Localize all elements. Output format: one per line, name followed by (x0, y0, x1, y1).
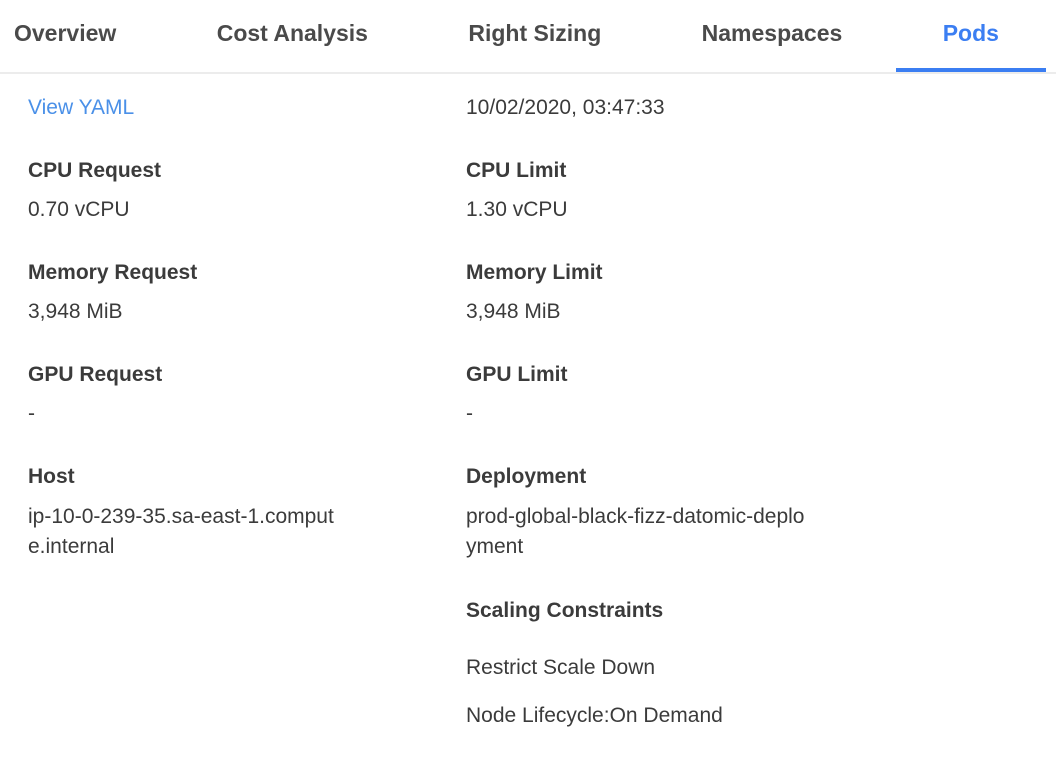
field-memory-limit: Memory Limit 3,948 MiB (466, 259, 1056, 326)
field-deployment: Deployment prod-global-black-fizz-datomi… (466, 463, 1056, 562)
memory-limit-label: Memory Limit (466, 261, 603, 284)
gpu-request-value: - (28, 402, 35, 425)
field-memory-request: Memory Request 3,948 MiB (28, 259, 466, 326)
tab-cost-analysis[interactable]: Cost Analysis (216, 19, 368, 46)
gpu-limit-label: GPU Limit (466, 363, 568, 386)
memory-request-label: Memory Request (28, 261, 198, 284)
details-column-right: 10/02/2020, 03:47:33 CPU Limit 1.30 vCPU… (466, 94, 1056, 750)
view-yaml-link[interactable]: View YAML (28, 96, 135, 119)
scaling-constraints-section: Scaling Constraints Restrict Scale Down … (466, 597, 1056, 730)
cpu-request-label: CPU Request (28, 159, 162, 182)
cpu-limit-label: CPU Limit (466, 159, 567, 182)
timestamp: 10/02/2020, 03:47:33 (466, 96, 665, 119)
tab-overview[interactable]: Overview (14, 19, 117, 46)
pod-details-panel: View YAML CPU Request 0.70 vCPU Memory R… (0, 74, 1056, 750)
host-label: Host (28, 465, 75, 488)
cpu-request-value: 0.70 vCPU (28, 198, 130, 221)
tab-right-sizing[interactable]: Right Sizing (468, 19, 602, 46)
tab-pods[interactable]: Pods (895, 0, 1047, 72)
tab-bar: Overview Cost Analysis Right Sizing Name… (0, 0, 1056, 74)
field-cpu-limit: CPU Limit 1.30 vCPU (466, 157, 1056, 224)
deployment-label: Deployment (466, 465, 587, 488)
gpu-limit-value: - (466, 402, 473, 425)
cpu-limit-value: 1.30 vCPU (466, 198, 568, 221)
field-host: Host ip-10-0-239-35.sa-east-1.compute.in… (28, 463, 466, 562)
deployment-link[interactable]: prod-global-black-fizz-datomic-deploymen… (466, 505, 805, 558)
tab-namespaces[interactable]: Namespaces (701, 19, 843, 46)
field-gpu-request: GPU Request - (28, 361, 466, 428)
field-gpu-limit: GPU Limit - (466, 361, 1056, 428)
scaling-item-restrict-scale-down: Restrict Scale Down (466, 656, 656, 679)
field-cpu-request: CPU Request 0.70 vCPU (28, 157, 466, 224)
scaling-item-node-lifecycle: Node Lifecycle:On Demand (466, 704, 723, 727)
memory-limit-value: 3,948 MiB (466, 300, 561, 323)
memory-request-value: 3,948 MiB (28, 300, 123, 323)
host-link[interactable]: ip-10-0-239-35.sa-east-1.compute.interna… (28, 505, 334, 558)
gpu-request-label: GPU Request (28, 363, 163, 386)
scaling-constraints-title: Scaling Constraints (466, 599, 664, 622)
details-column-left: View YAML CPU Request 0.70 vCPU Memory R… (28, 94, 466, 750)
